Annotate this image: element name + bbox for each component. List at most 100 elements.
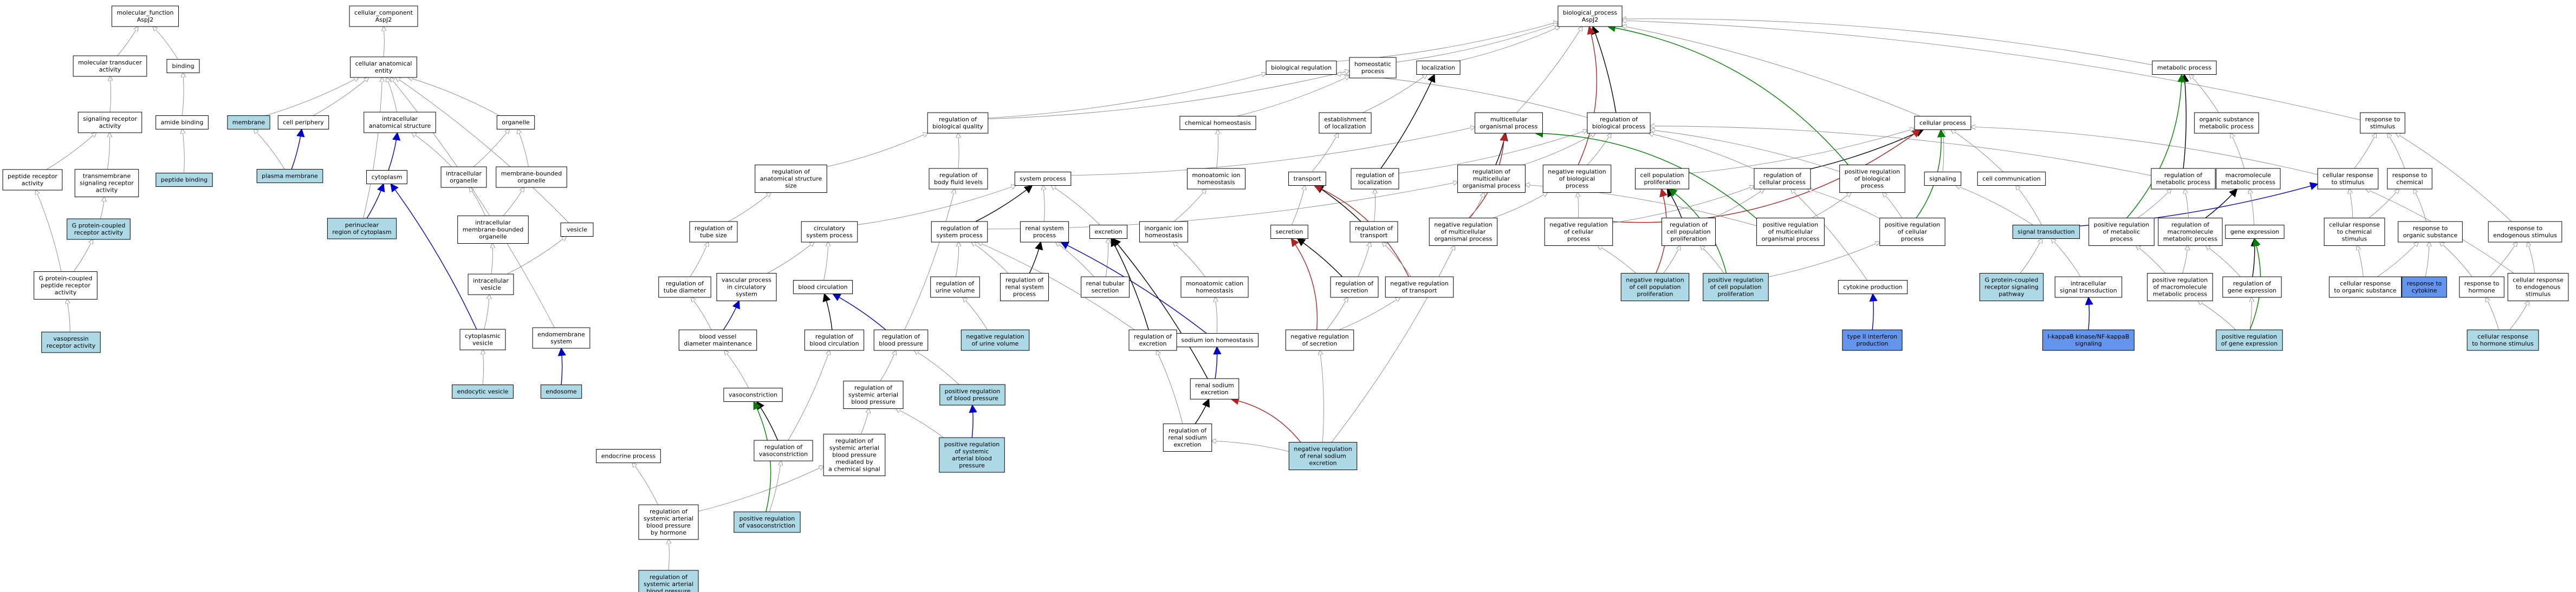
go-term-geneexp[interactable]: gene expression: [2225, 225, 2285, 239]
go-term-bioreg[interactable]: biological regulation: [1266, 61, 1337, 75]
go-term-cellproc[interactable]: cellular process: [1914, 116, 1971, 130]
go-term-endosome[interactable]: endosome: [540, 385, 582, 399]
go-term-pmem[interactable]: plasma membrane: [256, 169, 323, 183]
go-term-sodiumh[interactable]: sodium ion homeostasis: [1176, 333, 1259, 347]
go-term-endoves[interactable]: endocytic vesicle: [452, 385, 514, 399]
go-term-sigtrans[interactable]: signal transduction: [2012, 225, 2080, 239]
go-term-local[interactable]: localization: [1416, 61, 1461, 75]
go-term-secretion[interactable]: secretion: [1270, 225, 1308, 239]
go-term-metproc[interactable]: metabolic process: [2152, 61, 2217, 75]
go-term-amideb[interactable]: amide binding: [155, 115, 209, 129]
go-term-pepb[interactable]: peptide binding: [155, 173, 213, 187]
go-term-cytoplasm[interactable]: cytoplasm: [366, 170, 407, 184]
go-term-cperiph[interactable]: cell periphery: [277, 115, 329, 129]
go-term-excretion[interactable]: excretion: [1089, 225, 1128, 239]
go-term-chemhomeo[interactable]: chemical homeostasis: [1179, 116, 1256, 130]
go-term-vesicle[interactable]: vesicle: [560, 223, 594, 237]
go-term-cytprod[interactable]: cytokine production: [1838, 280, 1908, 294]
go-term-transport[interactable]: transport: [1288, 172, 1326, 186]
go-term-signaling[interactable]: signaling: [1924, 172, 1962, 186]
go-term-vasocon[interactable]: vasoconstriction: [723, 388, 783, 402]
go-term-endoproc[interactable]: endocrine process: [596, 449, 661, 463]
go-term-cellcomm[interactable]: cell communication: [1977, 172, 2046, 186]
go-term-bloodcirc[interactable]: blood circulation: [793, 280, 853, 294]
